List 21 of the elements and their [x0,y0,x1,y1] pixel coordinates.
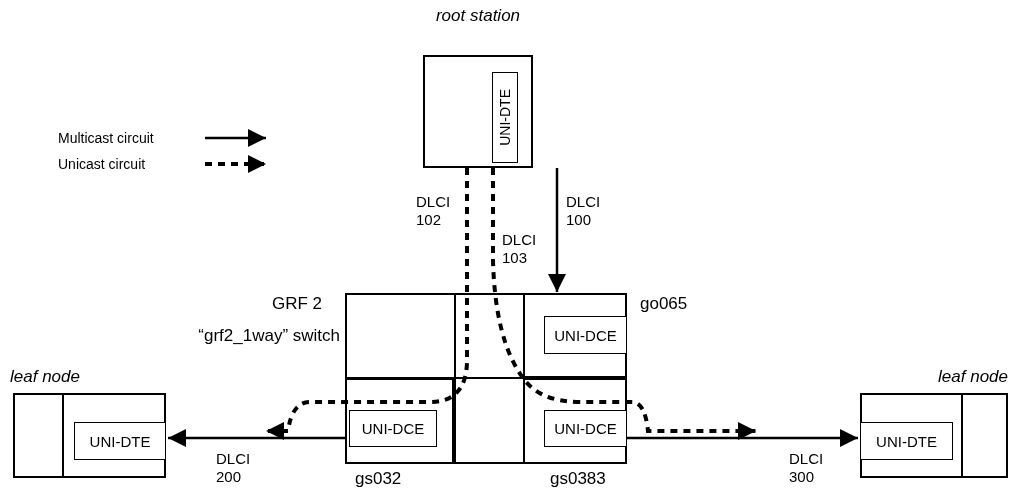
arrow [491,168,756,440]
interface-box: UNI-DTE [74,422,166,460]
port-label: gs0383 [550,468,607,490]
interface-box: UNI-DCE [544,316,627,354]
node-title: root station [434,5,522,27]
interface-box: UNI-DCE [349,410,437,447]
arrow [627,429,858,447]
port-label: go065 [640,293,689,315]
switch-name: GRF 2 [272,293,324,315]
arrow [266,168,469,440]
legend-label: Unicast circuit [58,157,146,171]
interface-box: UNI-DCE [544,410,627,447]
interface-box: UNI-DTE [860,422,953,460]
interface-box: UNI-DTE [492,72,518,163]
switch-label: “grf2_1way” switch [197,325,340,347]
legend-label: Multicast circuit [58,131,154,145]
node-title: leaf node [10,366,81,388]
node-title: leaf node [937,366,1008,388]
arrow [168,429,345,447]
port-label: gs032 [355,468,403,490]
arrow [548,168,566,292]
